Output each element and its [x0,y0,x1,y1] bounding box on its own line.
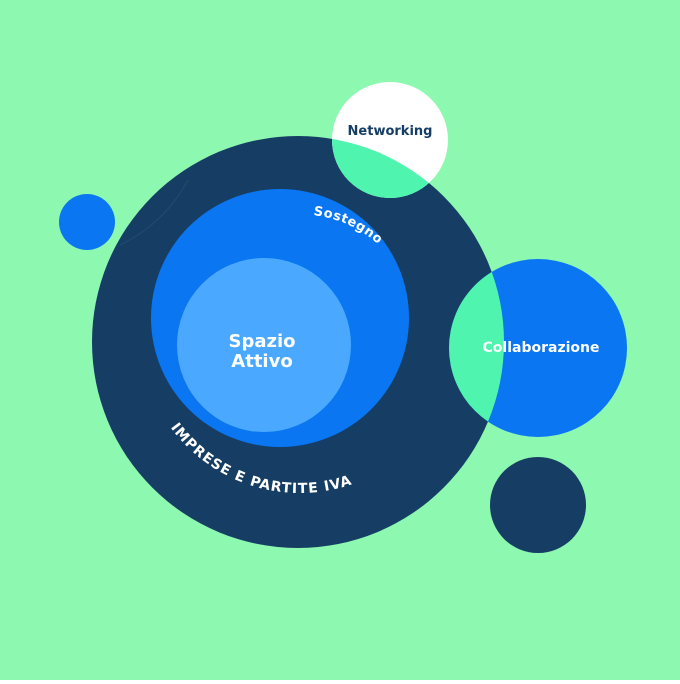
small-navy-dot [490,457,586,553]
spazio-label-line2: Attivo [231,351,292,372]
decorative-arc [119,179,189,246]
networking-label: Networking [348,124,433,139]
spazio-label-line1: Spazio [228,331,295,352]
inner-circle-spazio-attivo [177,258,351,432]
collaborazione-overlap [449,259,504,437]
collaborazione-label: Collaborazione [483,340,600,356]
small-blue-dot [59,194,115,250]
